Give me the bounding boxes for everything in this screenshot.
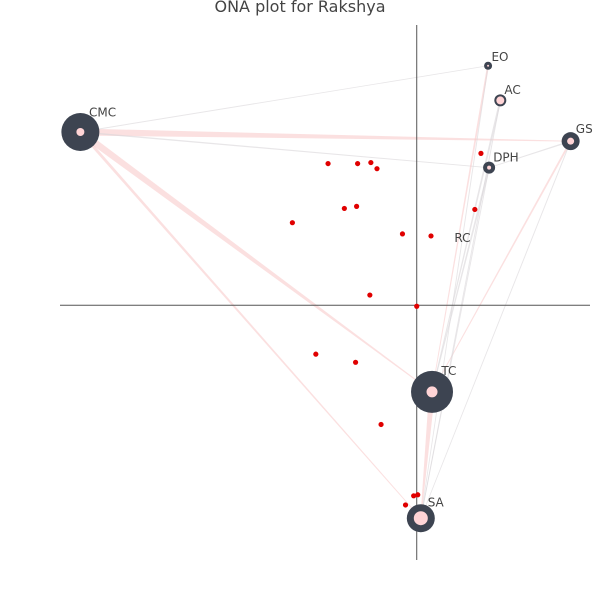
edge-dph-tc	[431, 167, 491, 392]
data-point-0	[325, 160, 331, 167]
data-point-14	[352, 359, 359, 365]
data-point-7	[399, 231, 406, 237]
edge-tc-sa	[420, 391, 436, 519]
node-label-eo: EO	[491, 50, 508, 64]
data-point-16	[411, 493, 417, 499]
nodes-layer	[61, 61, 580, 533]
node-tc-center	[426, 386, 438, 398]
node-label-sa: SA	[428, 495, 445, 509]
edge-cmc-tc	[78, 129, 433, 393]
node-ac-center	[496, 96, 505, 105]
node-label-gs: GS	[576, 122, 593, 136]
data-point-2	[368, 159, 374, 166]
node-label-cmc: CMC	[89, 106, 116, 120]
data-point-13	[313, 351, 319, 357]
data-point-18	[402, 502, 409, 508]
edges-layer	[78, 65, 572, 519]
edge-gs-tc	[431, 140, 572, 393]
node-sa-center	[413, 511, 428, 526]
chart-title: ONA plot for Rakshya	[214, 0, 386, 16]
edge-cmc-sa	[79, 131, 422, 519]
node-cmc-center	[76, 128, 85, 136]
data-point-5	[353, 203, 360, 209]
edge-eo-sa	[420, 65, 489, 519]
data-point-10	[472, 206, 478, 213]
axes-layer	[60, 25, 590, 560]
edge-cmc-dph	[80, 131, 490, 169]
node-label-rc: RC	[454, 231, 470, 245]
data-point-12	[414, 303, 420, 309]
points-layer	[289, 150, 484, 508]
data-point-9	[478, 150, 484, 156]
node-dph-center	[487, 165, 492, 170]
edge-ac-sa	[420, 100, 501, 519]
node-label-tc: TC	[440, 364, 456, 378]
edge-eo-tc	[431, 65, 490, 392]
edge-gs-sa	[420, 140, 572, 519]
data-point-8	[428, 233, 434, 239]
edge-dph-sa	[420, 167, 490, 519]
labels-layer: EO AC CMC GS DPH RC TC SA	[89, 50, 593, 509]
data-point-4	[341, 205, 347, 212]
data-point-1	[355, 160, 361, 167]
node-eo-center	[487, 64, 490, 67]
edge-gs-dph	[488, 140, 571, 169]
data-point-11	[367, 292, 373, 298]
node-label-ac: AC	[504, 83, 520, 97]
edge-ac-tc	[431, 100, 502, 392]
data-point-3	[374, 166, 380, 172]
data-point-15	[378, 421, 384, 428]
data-point-17	[415, 492, 421, 498]
edge-cmc-eo	[80, 65, 489, 133]
edge-cmc-gs	[80, 128, 571, 142]
node-label-dph: DPH	[493, 150, 519, 164]
data-point-6	[289, 220, 295, 226]
node-gs-center	[567, 137, 575, 145]
